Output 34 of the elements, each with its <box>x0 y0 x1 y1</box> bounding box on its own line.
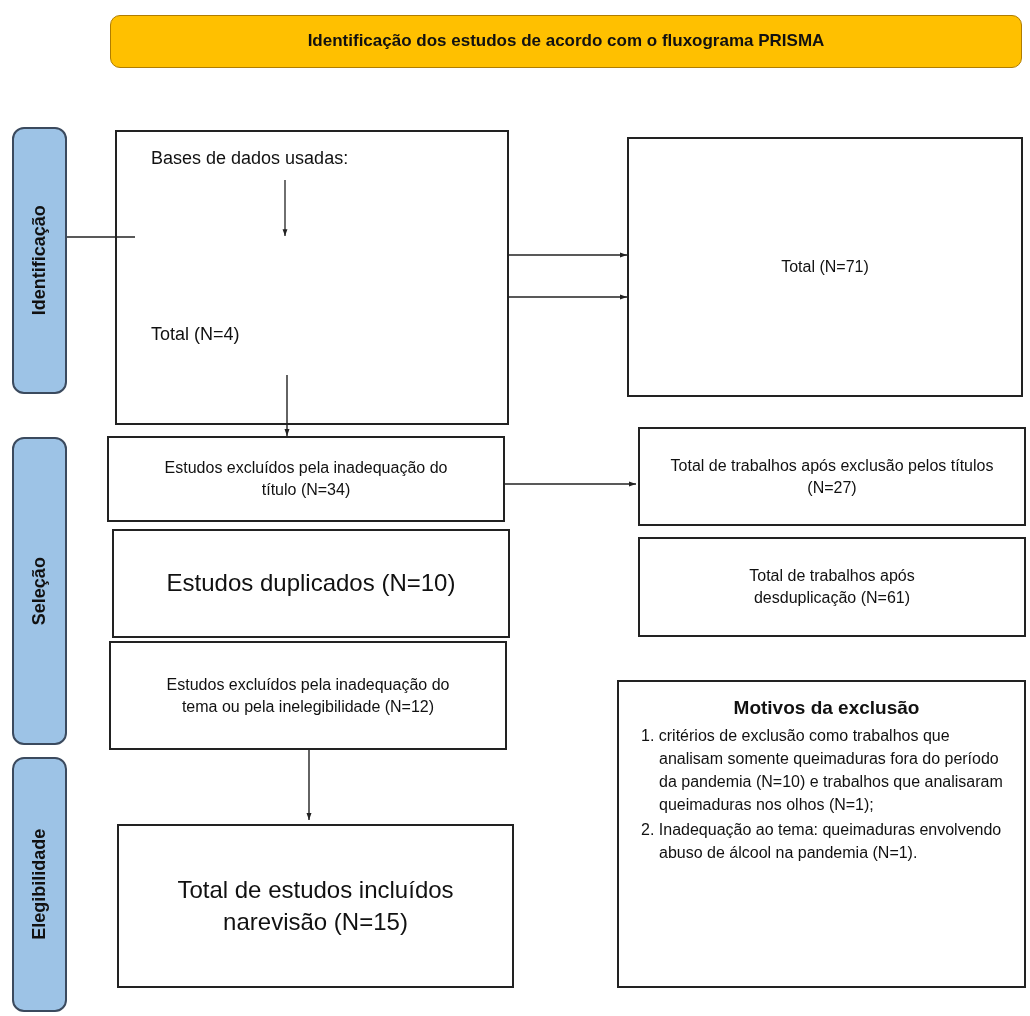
process-box <box>638 427 1026 526</box>
node-heading: Bases de dados usadas: <box>151 147 349 170</box>
title-banner <box>110 15 1022 68</box>
stage-label: Elegibilidade <box>28 829 51 940</box>
node-text: Total de trabalhos após desduplicação (N=61) <box>748 566 916 608</box>
process-box <box>107 436 505 522</box>
node-text: Estudos excluídos pela inadequação do tema ou pela inelegibilidade (N=12) <box>165 674 451 717</box>
arrow <box>508 252 628 258</box>
process-box <box>627 137 1023 397</box>
stage-label: Identificação <box>28 205 51 316</box>
list-item: 2. Inadequação ao tema: queimaduras envolvendo abuso de álcool na pandemia (N=1). <box>640 820 1003 864</box>
arrow <box>508 294 628 300</box>
stage-band <box>12 757 67 1012</box>
stage-band <box>12 127 67 394</box>
list-item: 1. critérios de exclusão como trabalhos que analisam somente queimaduras fora do período da pandemia (N=10) e trabalhos que analisaram queimaduras nos olhos (N=1); <box>640 725 1004 816</box>
process-box <box>638 537 1026 637</box>
stage-label: Seleção <box>28 556 51 625</box>
process-box <box>112 529 510 638</box>
node-text: Estudos excluídos pela inadequação do título (N=34) <box>163 458 449 500</box>
node-heading: Motivos da exclusão <box>732 696 921 720</box>
arrow <box>504 481 637 487</box>
node-text: Estudos duplicados (N=10) <box>166 568 456 599</box>
process-box <box>109 641 507 750</box>
process-box <box>117 824 514 988</box>
notes-box <box>617 680 1026 988</box>
node-text: Total (N=71) <box>781 257 869 278</box>
process-box <box>115 130 509 425</box>
arrow <box>284 374 290 437</box>
stage-band <box>12 437 67 745</box>
node-text: Total (N=4) <box>151 323 240 347</box>
title-text: Identificação dos estudos de acordo com o fluxograma PRISMA <box>307 30 825 53</box>
arrow <box>306 749 312 821</box>
node-text: Total de estudos incluídos narevisão (N=15) <box>176 874 455 937</box>
node-text: Total de trabalhos após exclusão pelos títulos (N=27) <box>669 455 995 498</box>
